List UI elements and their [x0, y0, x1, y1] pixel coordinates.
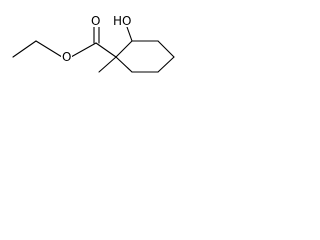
bond-ring-c4-c5 — [157, 56, 175, 73]
bond-ethyl-ester-oxygen — [35, 40, 63, 58]
ester-oxygen-label: O — [62, 50, 71, 64]
bond-methyl-ethyl — [12, 40, 37, 58]
hydroxyl-label: HO — [113, 14, 131, 28]
bond-ring-c3-c4 — [157, 40, 175, 58]
bond-ring-c6-c1 — [115, 56, 133, 73]
molecule-diagram: O O HO — [12, 14, 175, 73]
bond-ester-oxygen-carbonyl — [70, 42, 97, 58]
bond-quaternary-methyl — [98, 56, 117, 73]
carbonyl-oxygen-label: O — [91, 14, 100, 28]
bond-ring-c1-c2 — [115, 40, 133, 58]
bond-ring-hydroxyl — [126, 26, 133, 42]
bond-carbonyl-quaternary — [95, 42, 117, 58]
